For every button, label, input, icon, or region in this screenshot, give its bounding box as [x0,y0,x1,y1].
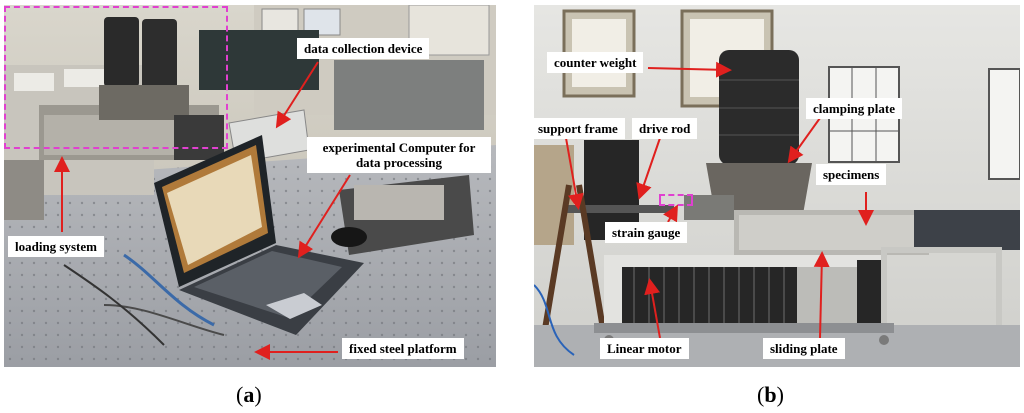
caption-b-open: ( [757,382,765,407]
label-counter-weight: counter weight [547,52,644,73]
label-strain-gauge: strain gauge [605,222,688,243]
label-data-collection-device: data collection device [297,38,430,59]
label-clamping-plate: clamping plate [806,98,902,119]
strain-gauge-highlight [659,194,693,206]
label-fixed-steel-platform: fixed steel platform [342,338,464,359]
label-support-frame: support frame [531,118,625,139]
label-sliding-plate: sliding plate [763,338,845,359]
label-specimens: specimens [816,164,887,185]
caption-b: (b) [757,382,784,408]
label-loading-system: loading system [8,236,104,257]
loading-system-highlight [4,6,228,149]
label-experimental-computer: experimental Computer for data processin… [307,137,491,173]
caption-b-letter: b [764,382,777,407]
label-drive-rod: drive rod [632,118,698,139]
caption-b-close: ) [776,382,784,407]
photo-a-scene [4,5,496,367]
photo-a [4,5,496,367]
label-linear-motor: Linear motor [600,338,689,359]
caption-a: (a) [236,382,262,408]
caption-a-letter: a [243,382,255,407]
caption-a-close: ) [254,382,262,407]
caption-a-open: ( [236,382,244,407]
